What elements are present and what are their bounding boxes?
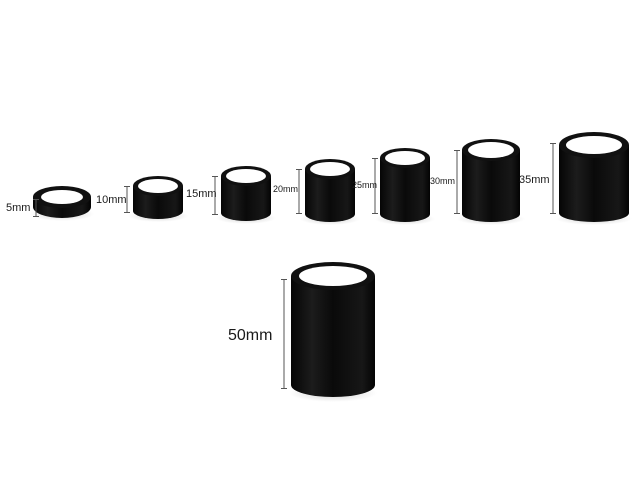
- bracket-20mm: [296, 169, 302, 214]
- bracket-35mm: [550, 143, 556, 214]
- label-30mm: 30mm: [430, 176, 456, 186]
- spacer-25mm: [375, 148, 435, 225]
- spacer-5mm: [30, 186, 94, 221]
- label-5mm: 5mm: [6, 202, 31, 214]
- spacer-50mm: [289, 262, 377, 402]
- bracket-5mm: [33, 199, 39, 217]
- label-15mm: 15mm: [186, 188, 217, 200]
- label-35mm: 35mm: [519, 174, 550, 186]
- bracket-10mm: [124, 186, 130, 213]
- spacer-20mm: [300, 159, 360, 225]
- bracket-50mm: [281, 279, 287, 389]
- spacer-15mm: [216, 166, 276, 224]
- label-10mm: 10mm: [96, 194, 127, 206]
- spacer-10mm: [128, 176, 188, 222]
- spacer-30mm: [457, 139, 525, 225]
- bracket-30mm: [454, 150, 460, 214]
- label-25mm: 25mm: [352, 180, 378, 190]
- label-50mm: 50mm: [228, 327, 273, 344]
- label-20mm: 20mm: [273, 184, 299, 194]
- bracket-15mm: [212, 176, 218, 215]
- bracket-25mm: [372, 158, 378, 214]
- spacer-35mm: [556, 132, 632, 225]
